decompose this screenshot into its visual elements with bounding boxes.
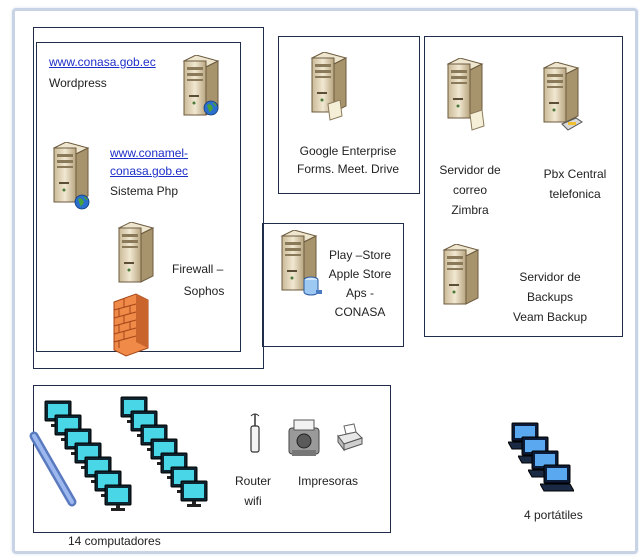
globe-icon	[74, 194, 90, 210]
apps-label-line3: Aps -	[345, 286, 374, 300]
google-services-box	[278, 36, 420, 194]
google-label-line1: Google Enterprise	[299, 144, 397, 158]
laptop-icon	[540, 464, 574, 492]
backup-label-line3: Veam Backup	[512, 310, 588, 324]
document-icon	[327, 99, 343, 121]
computers-label: 14 computadores	[68, 534, 161, 548]
pbx-label-line1: Pbx Central	[543, 167, 607, 181]
firewall-server-icon	[115, 222, 155, 284]
apps-label-line1: Play –Store	[328, 248, 392, 262]
computer-icon	[180, 480, 210, 508]
pbx-server-icon	[540, 62, 580, 124]
laptops-label: 4 portátiles	[524, 508, 583, 522]
firewall-label-line2: Sophos	[183, 284, 225, 298]
computer-icon	[104, 484, 134, 512]
apps-label-line4: CONASA	[334, 305, 386, 319]
web-servers-box	[33, 27, 264, 369]
firewall-label-line1: Firewall –	[172, 262, 224, 276]
apps-label-line2: Apple Store	[328, 267, 392, 281]
printers-label: Impresoras	[298, 474, 359, 488]
mail-label-line1: Servidor de	[439, 163, 501, 177]
router-icon	[250, 413, 260, 453]
site1-url-link[interactable]: www.conasa.gob.ec	[49, 55, 156, 69]
site2-label: Sistema Php	[110, 184, 179, 198]
backup-label-line1: Servidor de	[519, 270, 581, 284]
site2-url-link-line2[interactable]: conasa.gob.ec	[110, 164, 189, 178]
site2-url-link-line1[interactable]: www.conamel-	[110, 146, 189, 160]
firewall-brick-icon	[113, 293, 149, 357]
backup-server-icon	[440, 244, 480, 306]
database-icon	[303, 276, 322, 296]
printer-icon	[288, 419, 320, 456]
printer-icon	[337, 423, 363, 452]
document-icon	[469, 109, 485, 131]
app-stores-box	[262, 223, 404, 347]
router-label-line1: Router	[234, 474, 272, 488]
network-cable-icon	[29, 431, 77, 507]
site1-label: Wordpress	[49, 76, 107, 90]
lan-box	[33, 385, 391, 533]
telephone-icon	[561, 117, 583, 131]
globe-icon	[203, 100, 219, 116]
mail-label-line2: correo	[452, 183, 487, 197]
internal-servers-box	[424, 36, 623, 337]
mail-label-line3: Zimbra	[451, 203, 489, 217]
pbx-label-line2: telefonica	[549, 187, 601, 201]
router-label-line2: wifi	[244, 494, 262, 508]
backup-label-line2: Backups	[526, 290, 574, 304]
google-label-line2: Forms. Meet. Drive	[296, 162, 399, 176]
